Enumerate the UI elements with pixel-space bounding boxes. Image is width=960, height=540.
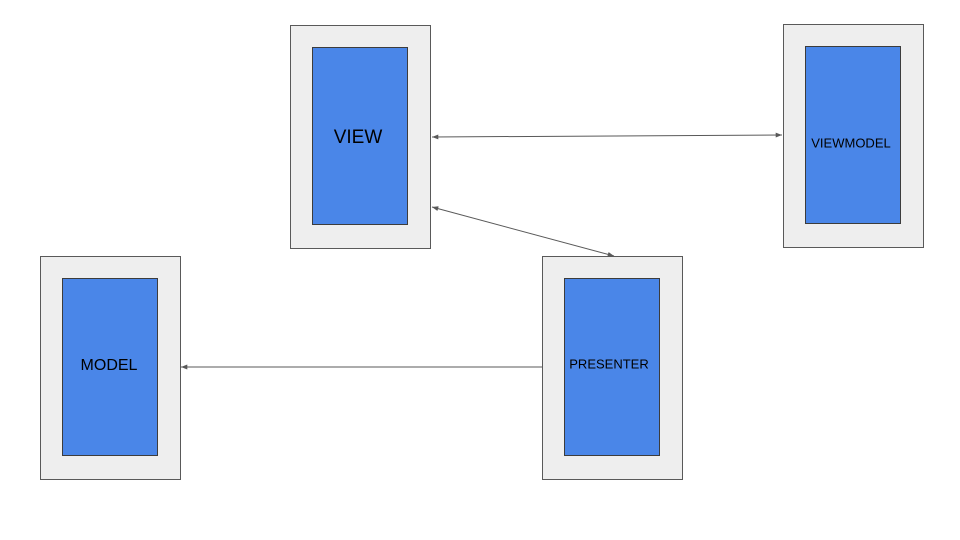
model-box[interactable] <box>62 278 158 456</box>
model-label: MODEL <box>80 357 138 374</box>
viewmodel-box[interactable] <box>805 46 901 224</box>
presenter-box[interactable] <box>564 278 660 456</box>
viewmodel-label: VIEWMODEL <box>811 135 891 151</box>
connector-view-presenter[interactable] <box>431 206 615 257</box>
connector-view-viewmodel[interactable] <box>431 132 783 140</box>
presenter-label: PRESENTER <box>569 356 649 372</box>
view-label: VIEW <box>333 127 383 148</box>
view-box[interactable] <box>312 47 408 225</box>
